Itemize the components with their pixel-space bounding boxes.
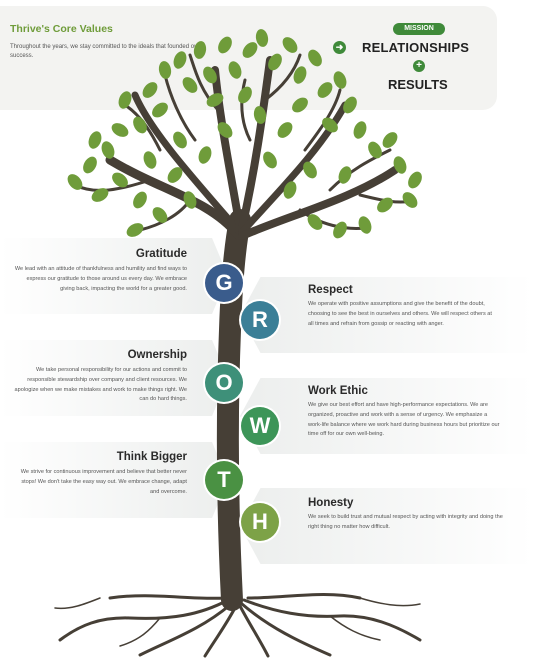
mission-badge: MISSION [393,23,445,35]
page-title: Thrive's Core Values [10,23,113,35]
value-desc-respect: We operate with positive assumptions and… [308,301,492,327]
letter-circle-t: T [205,461,243,499]
letter-circle-r: R [241,301,279,339]
panel-work-ethic [240,378,533,454]
value-title-think-bigger: Think Bigger [116,451,187,463]
value-desc-ownership: We take personal responsibility for our … [14,367,187,403]
plus-icon: + [413,60,425,72]
panel-think-bigger [0,442,228,518]
panel-honesty [240,488,533,564]
letter-circle-h: H [241,503,279,541]
arrow-right-icon: ➜ [333,41,346,54]
value-title-ownership: Ownership [127,349,187,361]
panel-respect [240,277,533,353]
letter-circle-o: O [205,364,243,402]
value-desc-think-bigger: We strive for continuous improvement and… [20,469,187,495]
value-desc-gratitude: We lead with an attitude of thankfulness… [14,266,187,292]
panel-gratitude [0,238,228,314]
mission-results: RESULTS [388,77,448,92]
letter-circle-g: G [205,264,243,302]
letter-circle-w: W [241,407,279,445]
mission-relationships: RELATIONSHIPS [362,40,470,55]
value-title-respect: Respect [308,284,353,296]
value-title-gratitude: Gratitude [135,248,187,260]
value-title-work-ethic: Work Ethic [308,385,368,397]
page-subtitle: Throughout the years, we stay committed … [10,44,200,60]
panel-ownership [0,340,228,416]
value-desc-work-ethic: We give our best effort and have high-pe… [308,402,500,438]
value-title-honesty: Honesty [308,497,354,509]
value-desc-honesty: We seek to build trust and mutual respec… [308,514,503,530]
